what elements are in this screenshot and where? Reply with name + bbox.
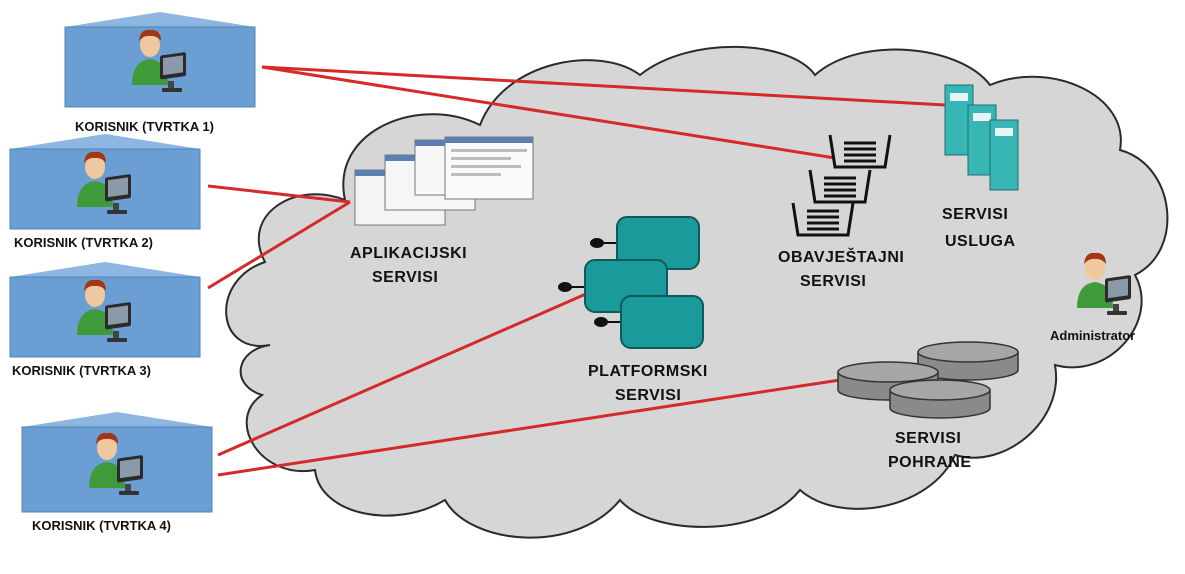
tenant-3: KORISNIK (TVRTKA 3) — [9, 262, 201, 378]
tenant-1: KORISNIK (TVRTKA 1) — [64, 12, 256, 134]
application-services-line2: SERVISI — [372, 269, 438, 286]
link-tenant2-application — [207, 184, 351, 204]
tenant-label: KORISNIK (TVRTKA 1) — [75, 119, 214, 134]
notification-services-line2: SERVISI — [800, 273, 866, 290]
storage-services-line1: SERVISI — [895, 430, 961, 447]
tenant-label: KORISNIK (TVRTKA 4) — [32, 518, 171, 533]
link-tenant3-application — [207, 200, 351, 290]
tenant-4: KORISNIK (TVRTKA 4) — [21, 412, 213, 533]
notification-services-line1: OBAVJEŠTAJNI — [778, 247, 904, 266]
platform-services-line2: SERVISI — [615, 387, 681, 404]
link-tenant1-notification — [261, 65, 836, 160]
link-tenant4-storage — [217, 378, 841, 477]
link-tenant1-service — [261, 65, 946, 107]
tenant-label: KORISNIK (TVRTKA 2) — [14, 235, 153, 250]
cloud — [225, 45, 1169, 539]
service-services-line1: SERVISI — [942, 206, 1008, 223]
storage-disks-icon — [837, 341, 1019, 419]
link-tenant4-platform — [217, 288, 596, 457]
tenant-2: KORISNIK (TVRTKA 2) — [9, 134, 201, 250]
platform-blocks-icon — [558, 216, 704, 349]
platform-services-line1: PLATFORMSKI — [588, 363, 708, 380]
server-towers-icon — [944, 84, 1019, 191]
application-windows-icon — [354, 136, 534, 226]
connection-lines — [207, 65, 946, 477]
administrator-label: Administrator — [1050, 328, 1135, 343]
tenant-label: KORISNIK (TVRTKA 3) — [12, 363, 151, 378]
application-services-line1: APLIKACIJSKI — [350, 245, 467, 262]
notification-trays-icon — [791, 134, 892, 237]
storage-services-line2: POHRANE — [888, 454, 972, 471]
service-services-line2: USLUGA — [945, 233, 1016, 250]
